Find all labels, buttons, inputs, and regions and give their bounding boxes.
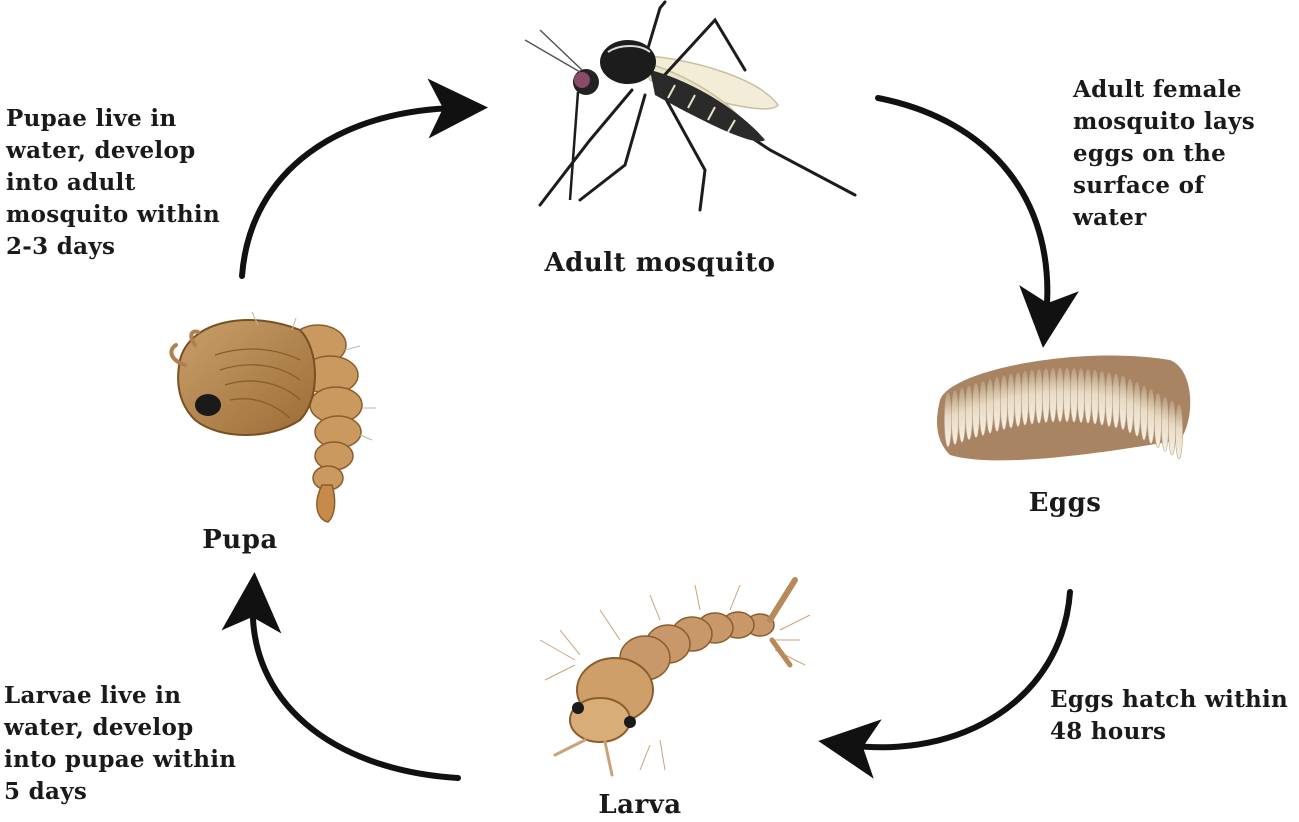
egg [1105, 372, 1113, 427]
larva-icon [539, 577, 811, 777]
egg [1056, 367, 1064, 423]
egg [965, 385, 973, 441]
description-pupa-to-adult: Pupae live in water, develop into adult … [6, 105, 220, 260]
egg-raft-icon [937, 355, 1191, 461]
egg [1042, 368, 1050, 424]
egg [1063, 367, 1071, 423]
egg [1000, 375, 1008, 431]
egg [986, 379, 994, 434]
egg [1168, 400, 1176, 456]
arrow-eggs-to-larva [818, 589, 1073, 779]
egg [1091, 369, 1099, 425]
egg [1119, 375, 1127, 431]
egg [1147, 389, 1155, 445]
egg [1126, 378, 1134, 434]
egg [1154, 393, 1162, 448]
egg [1175, 404, 1183, 460]
egg [944, 392, 952, 448]
egg [993, 377, 1001, 432]
pupa-icon [169, 311, 376, 523]
arrow-larva-to-pupa [221, 572, 461, 781]
egg [1035, 369, 1043, 424]
egg [1028, 369, 1036, 425]
adult-mosquito-icon [524, 0, 857, 212]
stage-label-pupa: Pupa [202, 525, 278, 555]
egg [1112, 373, 1120, 429]
egg [1161, 396, 1169, 452]
arrow-adult-to-eggs [875, 95, 1079, 348]
egg [1070, 367, 1078, 423]
egg [1007, 373, 1015, 429]
egg [1014, 372, 1022, 427]
egg [972, 383, 980, 439]
egg [1098, 371, 1106, 426]
stage-label-adult: Adult mosquito [544, 248, 776, 278]
egg [951, 390, 959, 445]
description-eggs-to-larva: Eggs hatch within 48 hours [1050, 686, 1289, 745]
egg [1077, 368, 1085, 424]
egg [1133, 382, 1141, 437]
stage-label-larva: Larva [598, 790, 682, 820]
arrow-pupa-to-adult [239, 78, 488, 279]
egg [1084, 369, 1092, 424]
description-larva-to-pupa: Larvae live in water, develop into pupae… [4, 682, 237, 805]
egg [958, 387, 966, 443]
egg [979, 381, 987, 436]
description-adult-to-eggs: Adult female mosquito lays eggs on the s… [1073, 76, 1255, 231]
egg [1140, 385, 1148, 441]
stage-label-eggs: Eggs [1028, 488, 1102, 518]
egg [1021, 371, 1029, 426]
egg [1049, 367, 1057, 423]
